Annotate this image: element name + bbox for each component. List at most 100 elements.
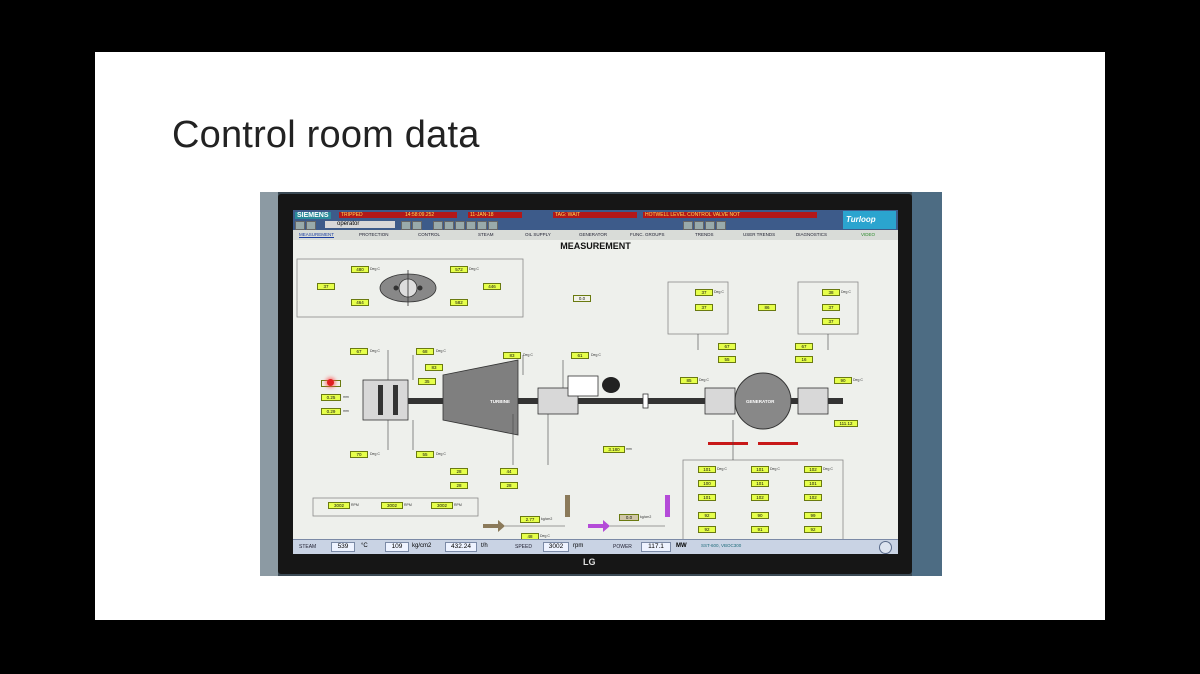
winding-temp-value[interactable]: 101 — [698, 466, 716, 473]
winding-temp-value[interactable]: 102 — [751, 494, 769, 501]
print-icon[interactable] — [306, 221, 316, 230]
gen-temp-value[interactable]: 16 — [795, 356, 813, 363]
temp-value[interactable]: 44 — [500, 468, 518, 475]
pressure-value[interactable]: 0.0 — [573, 295, 591, 302]
shaft-position-value[interactable]: 3.180 — [603, 446, 625, 453]
unit-label: Deg C — [370, 349, 380, 353]
tab-diagnostics[interactable]: DIAGNOSTICS — [796, 232, 828, 237]
bearing-temp-value[interactable]: 446 — [483, 283, 501, 290]
tool-icon[interactable] — [716, 221, 726, 230]
tab-video[interactable]: VIDEO — [861, 232, 876, 237]
temp-value[interactable]: 83 — [503, 352, 521, 359]
winding-temp-value[interactable]: 92 — [804, 526, 822, 533]
tool-icon[interactable] — [466, 221, 476, 230]
tool-icon[interactable] — [477, 221, 487, 230]
temp-value[interactable]: 67 — [350, 348, 368, 355]
alarm-message[interactable]: HOTWELL LEVEL CONTROL VALVE NOT — [643, 212, 817, 218]
alarm-icon[interactable] — [401, 221, 411, 230]
bearing-temp-value[interactable]: 572 — [450, 266, 468, 273]
photo-background-right — [912, 192, 942, 576]
gen-temp-value[interactable]: 90 — [834, 377, 852, 384]
winding-temp-value[interactable]: 99 — [804, 512, 822, 519]
tool-icon[interactable] — [705, 221, 715, 230]
temp-value[interactable]: 28 — [500, 482, 518, 489]
vibration-value[interactable]: 0.25 — [321, 394, 341, 401]
winding-temp-value[interactable]: 101 — [751, 480, 769, 487]
flow-value[interactable]: 2.77 — [520, 516, 540, 523]
bearing-temp-value[interactable]: 480 — [351, 266, 369, 273]
speed-value[interactable]: 3002 — [431, 502, 453, 509]
operator-field[interactable]: operator — [325, 221, 395, 228]
bearing-temp-value[interactable]: 464 — [351, 299, 369, 306]
steam-flow-value: 432.24 — [445, 542, 477, 552]
alarm-time[interactable]: 14:58:09.252 — [403, 212, 457, 218]
gen-temp-value[interactable]: 38 — [822, 289, 840, 296]
tool-icon[interactable] — [694, 221, 704, 230]
tab-steam[interactable]: STEAM — [478, 232, 494, 237]
gen-temp-value[interactable]: 37 — [822, 318, 840, 325]
unit-label: Deg C — [841, 290, 851, 294]
winding-temp-value[interactable]: 102 — [804, 494, 822, 501]
clock-icon[interactable] — [879, 541, 892, 554]
tab-measurement[interactable]: MEASUREMENT — [299, 232, 335, 237]
winding-temp-value[interactable]: 101 — [698, 494, 716, 501]
bearing-temp-value[interactable]: 582 — [450, 299, 468, 306]
temp-value[interactable]: 35 — [418, 378, 436, 385]
alarm-status[interactable]: TRIPPED — [339, 212, 403, 218]
slide-title: Control room data — [172, 114, 480, 156]
winding-temp-value[interactable]: 92 — [698, 526, 716, 533]
winding-temp-value[interactable]: 91 — [751, 526, 769, 533]
unit-label: RPM — [351, 503, 359, 507]
tool-icon[interactable] — [455, 221, 465, 230]
photo-background-left — [260, 192, 278, 576]
winding-temp-value[interactable]: 90 — [751, 512, 769, 519]
steam-pressure-unit: kg/cm2 — [412, 543, 432, 549]
tab-generator[interactable]: GENERATOR — [579, 232, 608, 237]
tool-icon[interactable] — [488, 221, 498, 230]
temp-value[interactable]: 28 — [450, 482, 468, 489]
tab-func-groups[interactable]: FUNC. GROUPS — [630, 232, 665, 237]
temp-value[interactable]: 61 — [571, 352, 589, 359]
stop-icon[interactable] — [412, 221, 422, 230]
gen-temp-value[interactable]: 37 — [695, 304, 713, 311]
tab-protection[interactable]: PROTECTION — [359, 232, 389, 237]
tab-user-trends[interactable]: USER TRENDS — [743, 232, 776, 237]
gen-temp-value[interactable]: 37 — [695, 289, 713, 296]
unit-label: RPM — [404, 503, 412, 507]
tool-icon[interactable] — [444, 221, 454, 230]
winding-temp-value[interactable]: 102 — [804, 466, 822, 473]
home-icon[interactable] — [295, 221, 305, 230]
tab-control[interactable]: CONTROL — [418, 232, 441, 237]
winding-temp-value[interactable]: 101 — [751, 466, 769, 473]
gen-temp-value[interactable]: 85 — [680, 377, 698, 384]
gen-temp-value[interactable]: 55 — [718, 356, 736, 363]
tab-trends[interactable]: TRENDS — [695, 232, 714, 237]
speed-value[interactable]: 3002 — [328, 502, 350, 509]
temp-value[interactable]: 28 — [450, 468, 468, 475]
vibration-value[interactable]: 0.29 — [321, 408, 341, 415]
unit-label: Deg C — [823, 467, 833, 471]
winding-temp-value[interactable]: 92 — [698, 512, 716, 519]
temp-value[interactable]: 83 — [425, 364, 443, 371]
tab-oil-supply[interactable]: OIL SUPPLY — [525, 232, 551, 237]
tool-icon[interactable] — [433, 221, 443, 230]
oil-pump — [602, 377, 620, 393]
temp-value[interactable]: 68 — [416, 348, 434, 355]
steam-temp-value: 539 — [331, 542, 355, 552]
winding-temp-value[interactable]: 100 — [698, 480, 716, 487]
gen-temp-value[interactable]: 67 — [795, 343, 813, 350]
gen-temp-value[interactable]: 67 — [718, 343, 736, 350]
winding-temp-value[interactable]: 101 — [804, 480, 822, 487]
bearing-temp-value[interactable]: 37 — [317, 283, 335, 290]
temp-value[interactable]: 55 — [416, 451, 434, 458]
speed-value[interactable]: 3002 — [381, 502, 403, 509]
gen-temp-value[interactable]: 37 — [822, 304, 840, 311]
gen-temp-value[interactable]: 86 — [758, 304, 776, 311]
alarm-tag[interactable]: TAG: WAIT — [553, 212, 637, 218]
flow-value[interactable]: 0.0 — [619, 514, 639, 521]
gen-value[interactable]: 111.12 — [834, 420, 858, 427]
temp-value[interactable]: 70 — [350, 451, 368, 458]
tool-icon[interactable] — [683, 221, 693, 230]
alarm-date[interactable]: 11-JAN-18 — [468, 212, 522, 218]
unit-label: Deg C — [436, 349, 446, 353]
